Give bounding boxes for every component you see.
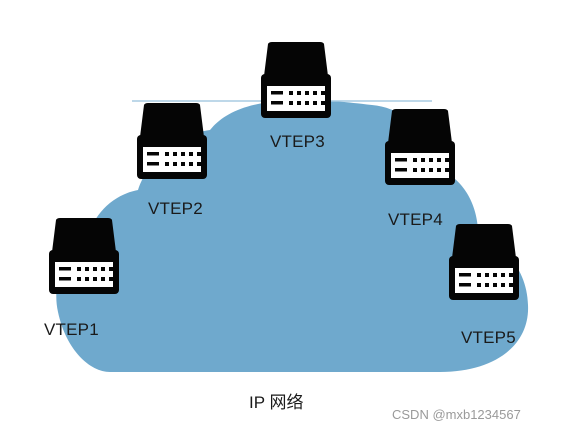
vtep4-label: VTEP4	[388, 210, 443, 229]
vtep2-switch-icon	[137, 103, 207, 179]
vtep3-label: VTEP3	[270, 132, 325, 151]
ip-network-label: IP 网络	[249, 393, 304, 412]
vtep1-label: VTEP1	[44, 320, 99, 339]
vtep2-label: VTEP2	[148, 199, 203, 218]
vtep5-label: VTEP5	[461, 328, 516, 347]
vtep5-switch-icon	[449, 224, 519, 300]
vtep3-switch-icon	[261, 42, 331, 118]
watermark: CSDN @mxb1234567	[392, 407, 521, 422]
vtep4-switch-icon	[385, 109, 455, 185]
vtep1-switch-icon	[49, 218, 119, 294]
